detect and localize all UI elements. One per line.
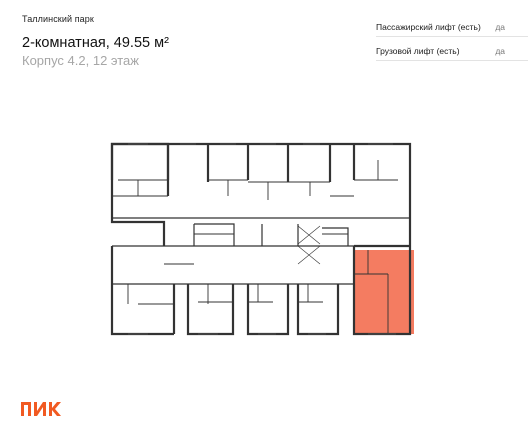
feature-freight-lift: Грузовой лифт (есть) да — [376, 42, 528, 66]
feature-value: да — [495, 22, 505, 32]
feature-passenger-lift: Пассажирский лифт (есть) да — [376, 18, 528, 42]
feature-divider — [376, 36, 528, 37]
feature-value: да — [495, 46, 505, 56]
floor-plan — [110, 142, 414, 336]
inner-partitions — [112, 160, 398, 334]
corridor-walls — [112, 217, 410, 285]
windows — [128, 143, 396, 335]
outer-wall — [110, 142, 170, 180]
feature-label: Пассажирский лифт (есть) — [376, 22, 481, 32]
features-list: Пассажирский лифт (есть) да Грузовой лиф… — [376, 18, 528, 66]
selected-apartment[interactable] — [354, 250, 414, 334]
feature-label: Грузовой лифт (есть) — [376, 46, 460, 56]
feature-divider — [376, 60, 528, 61]
listing-header: Таллинский парк 2-комнатная, 49.55 м² Ко… — [22, 14, 342, 68]
apartment-title: 2-комнатная, 49.55 м² — [22, 35, 169, 51]
project-name: Таллинский парк — [22, 14, 94, 24]
elevator-shafts — [297, 225, 321, 265]
pik-logo — [21, 402, 61, 416]
building-floor-subtitle: Корпус 4.2, 12 этаж — [22, 53, 139, 68]
